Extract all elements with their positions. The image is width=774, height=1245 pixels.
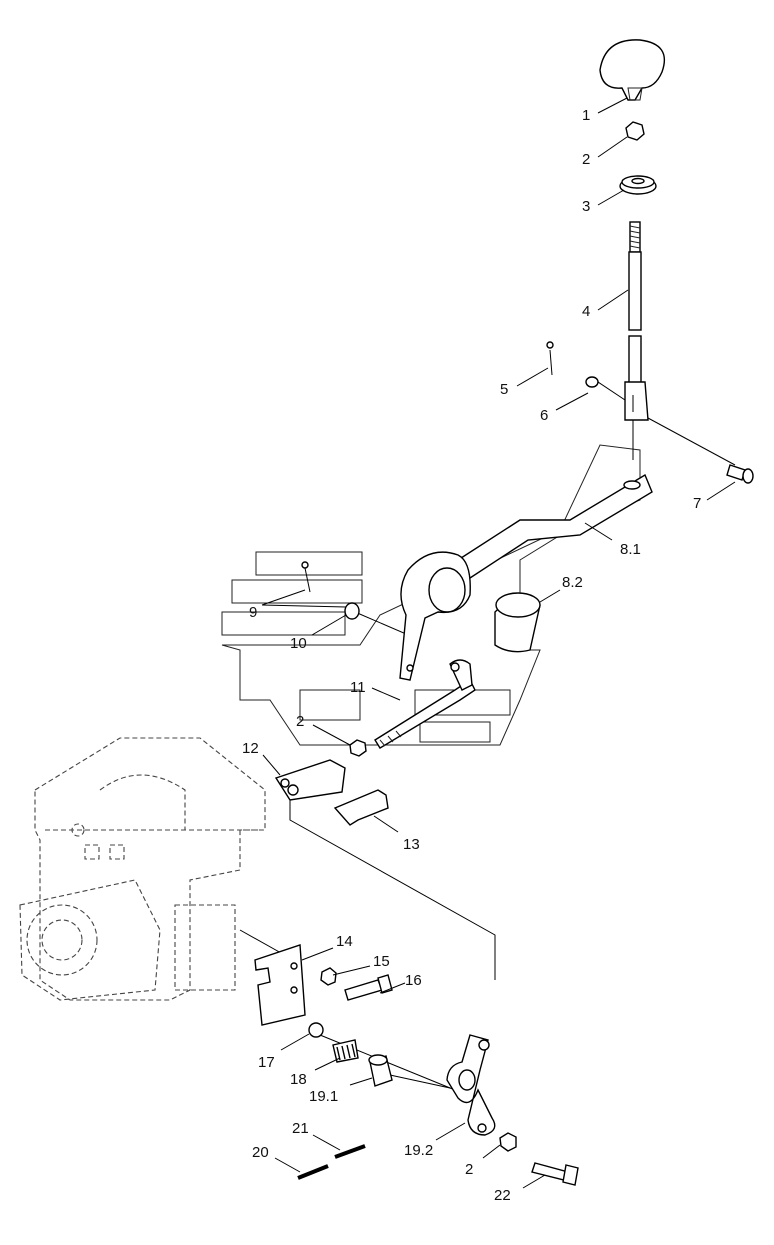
assembly-lines [239,379,736,1091]
callout-6: 6 [540,407,548,424]
part-bolt [344,974,393,1001]
part-nut-2 [349,739,367,757]
callout-19-2: 19.2 [404,1142,433,1159]
callout-8-2: 8.2 [562,574,583,591]
callout-18: 18 [290,1071,307,1088]
part-link-rod [374,659,476,749]
part-grommet [619,175,657,195]
part-cotter-pin [546,341,554,376]
callout-19-1: 19.1 [309,1088,338,1105]
callout-13: 13 [403,836,420,853]
callout-17: 17 [258,1054,275,1071]
part-spring [332,1039,359,1063]
part-nut-15 [320,967,337,986]
part-nut-lower [499,1132,517,1152]
part-clevis [274,759,346,801]
callout-10: 10 [290,635,307,652]
gearbox-housing [19,737,266,1001]
callout-9: 9 [249,604,257,621]
part-washer [585,376,599,388]
callout-2-lower: 2 [465,1161,473,1178]
callout-22: 22 [494,1187,511,1204]
part-knob [599,39,666,101]
part-bracket-plate [254,944,306,1026]
callout-15: 15 [373,953,390,970]
callout-11: 11 [350,679,366,696]
callout-leaders [261,97,736,1189]
callout-8-1: 8.1 [620,541,641,558]
callout-12: 12 [242,740,259,757]
callout-5: 5 [500,381,508,398]
callout-labels: 1 2 3 4 5 6 7 8.1 8.2 9 10 11 2 12 13 14… [242,107,701,1204]
callout-2-rod: 2 [296,713,304,730]
callout-2-nut: 2 [582,151,590,168]
part-pin [301,561,311,593]
part-bolt-22 [531,1162,579,1186]
part-clevis-pin [726,464,754,484]
part-dowel-pin [334,1144,366,1159]
part-lever [399,473,653,681]
part-shift-rod [624,221,649,421]
part-ball [308,1022,324,1038]
part-bushing [494,592,541,653]
callout-20: 20 [252,1144,269,1161]
callout-14: 14 [336,933,353,950]
callout-7: 7 [693,495,701,512]
part-selector-arm [446,1034,496,1136]
part-washer-10 [344,602,360,620]
part-sleeve [368,1054,393,1087]
callout-1: 1 [582,107,590,124]
callout-3: 3 [582,198,590,215]
callout-16: 16 [405,972,422,989]
part-spring-clip [333,789,389,826]
part-nut [625,121,645,141]
callout-4: 4 [582,303,590,320]
part-roll-pin [297,1164,329,1180]
callout-21: 21 [292,1120,309,1137]
